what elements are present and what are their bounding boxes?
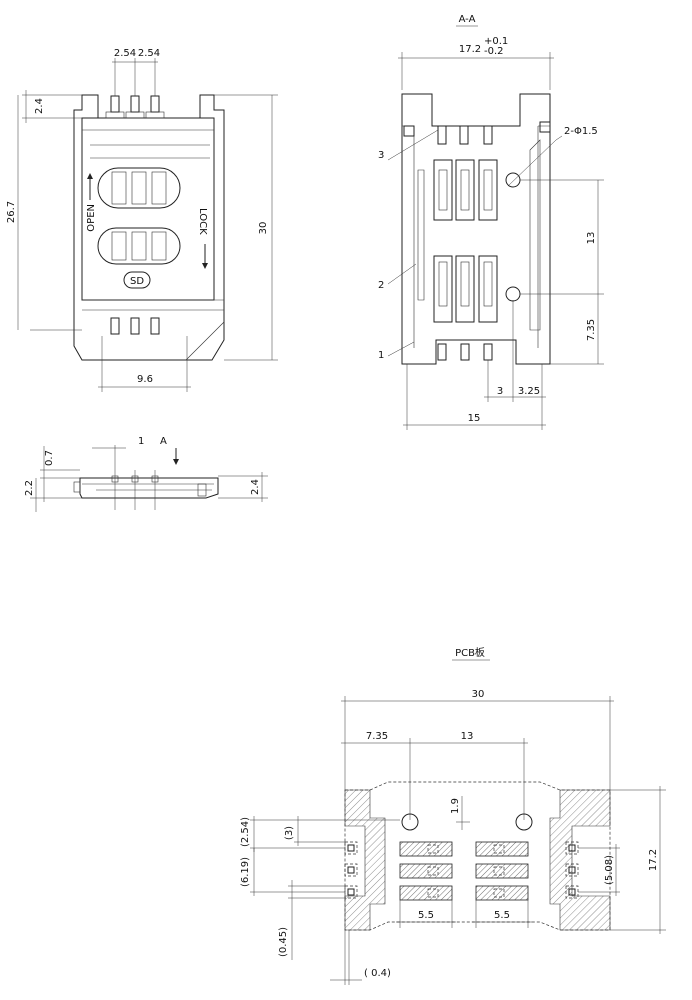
section-view: A-A 17.2 +0.1 -0.2: [378, 14, 604, 430]
pcb-dim-5-5-right: 5.5: [494, 910, 510, 921]
sd-label: SD: [130, 276, 144, 287]
dim-7-35-section: 7.35: [586, 319, 597, 341]
pcb-dim-0-4: ( 0.4): [364, 968, 391, 979]
pcb-dim-17-2: 17.2: [648, 849, 659, 871]
section-width-dim: 17.2: [459, 44, 481, 55]
hole-upper: [505, 172, 521, 188]
section-tol-upper: +0.1: [484, 36, 508, 47]
sd-badge: [123, 271, 151, 289]
bottom-pins: [110, 317, 160, 335]
section-contacts-upper: [433, 159, 498, 221]
dim-3-section: 3: [497, 386, 503, 397]
pcb-dim-6-19: (6.19): [240, 857, 251, 887]
hole-lower: [505, 286, 521, 302]
dim-1-side: 1: [138, 436, 144, 447]
section-tol-lower: -0.2: [484, 46, 504, 57]
pcb-hole-left: [401, 813, 419, 831]
pcb-dim-13: 13: [461, 731, 474, 742]
top-view: SD OPEN LOCK 2.54 2.54 2.4 26.7 30 9.6: [6, 48, 278, 392]
section-contacts-lower: [433, 255, 498, 323]
section-title: A-A: [459, 14, 476, 25]
pcb-view: PCB板 30 7.35 13 1.9: [240, 646, 666, 985]
pcb-dim-2-54: (2.54): [240, 817, 251, 847]
dim-2-4-top: 2.4: [34, 98, 45, 114]
open-label: OPEN: [86, 204, 97, 232]
callout-2: 2: [378, 280, 384, 291]
pitch-dim-1: 2.54: [114, 48, 136, 59]
dim-30-top: 30: [258, 222, 269, 235]
dim-0-7-side: 0.7: [44, 450, 55, 466]
lock-label: LOCK: [197, 208, 208, 235]
pitch-dim-2: 2.54: [138, 48, 160, 59]
dim-26-7: 26.7: [6, 201, 17, 223]
pcb-side-pins-left: [344, 841, 358, 899]
holes-label: 2-Φ1.5: [564, 126, 598, 137]
pcb-right-keepout: [549, 789, 611, 931]
pcb-dim-1-9: 1.9: [450, 798, 461, 814]
side-view: 1 A 0.7 2.2 2.4: [24, 436, 268, 512]
contact-slot-upper: [97, 167, 181, 209]
dim-13-section: 13: [586, 232, 597, 245]
callout-1: 1: [378, 350, 384, 361]
pcb-dim-30: 30: [472, 689, 485, 700]
dim-9-6: 9.6: [137, 374, 153, 385]
pcb-dim-0-45: (0.45): [278, 927, 289, 957]
pcb-dim-7-35: 7.35: [366, 731, 388, 742]
pcb-pads-left: [399, 841, 453, 901]
dim-2-4-side: 2.4: [250, 479, 261, 495]
pcb-hole-right: [515, 813, 533, 831]
dim-15-section: 15: [468, 413, 481, 424]
pcb-dim-5-5-left: 5.5: [418, 910, 434, 921]
dim-2-2-side: 2.2: [24, 480, 35, 496]
pcb-dim-3: (3): [284, 826, 295, 840]
section-marker-a: A: [160, 436, 167, 447]
pcb-dim-5-08: (5.08): [604, 855, 615, 885]
callout-3: 3: [378, 150, 384, 161]
dim-3-25-section: 3.25: [518, 386, 540, 397]
pcb-title: PCB板: [455, 646, 485, 659]
top-pins: [105, 95, 165, 119]
pcb-pads-right: [475, 841, 529, 901]
contact-slot-lower: [97, 227, 181, 265]
pcb-left-keepout: [344, 789, 386, 931]
side-body-outline: [79, 477, 219, 499]
